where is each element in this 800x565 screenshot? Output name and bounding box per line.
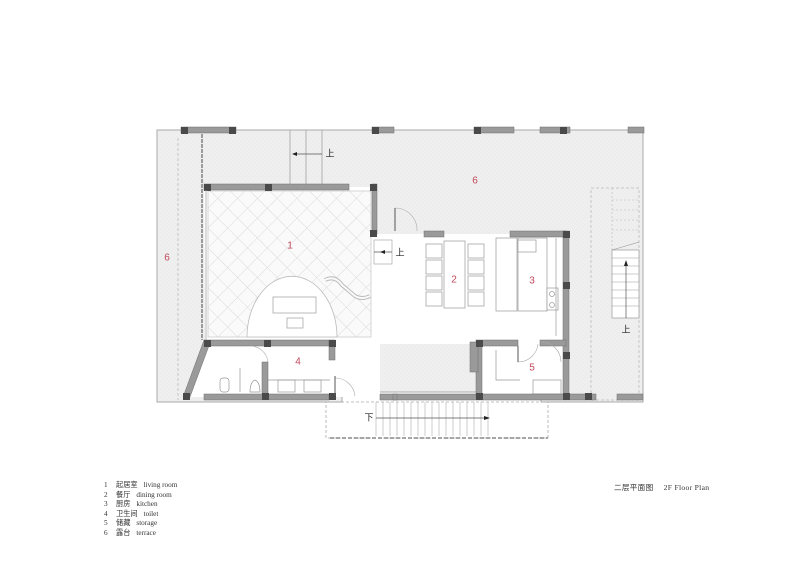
legend-cn: 起居室 <box>116 481 138 489</box>
stair-up-label-dining: 上 <box>395 248 404 259</box>
legend-num: 6 <box>104 528 108 537</box>
room-label-terrace-left: 6 <box>164 253 170 264</box>
stair-top <box>289 130 323 187</box>
drawing-title-cn: 二层平面图 <box>614 483 654 492</box>
legend-en: living room <box>143 481 178 489</box>
stair-right <box>590 187 640 401</box>
drawing-title: 二层平面图 2F Floor Plan <box>614 482 709 493</box>
legend-num: 3 <box>104 500 108 509</box>
legend-cn: 露台 <box>116 528 131 537</box>
door-swings <box>249 207 562 397</box>
room-labels: 1 2 3 4 5 6 6 <box>164 176 535 374</box>
room-label-terrace-top: 6 <box>472 176 478 187</box>
room-legend: 1 起居室 living room 2 餐厅 dining room 3 厨房 … <box>104 481 177 539</box>
legend-en: toilet <box>143 509 159 518</box>
room-label-dining: 2 <box>451 275 457 286</box>
legend-item: 6 露台 terrace <box>104 529 177 539</box>
stair-bottom <box>325 401 549 439</box>
stair-up-label-right: 上 <box>621 325 630 336</box>
legend-num: 5 <box>104 519 108 528</box>
legend-num: 1 <box>104 481 108 489</box>
legend-item: 5 储藏 storage <box>104 519 177 529</box>
stair-labels: 上 上 上 下 <box>325 149 630 424</box>
drawing-title-en: 2F Floor Plan <box>663 483 710 492</box>
stair-small <box>373 239 393 265</box>
stair-up-label-top: 上 <box>325 149 334 160</box>
room-label-storage: 5 <box>529 363 535 374</box>
room-label-toilet: 4 <box>295 357 301 368</box>
legend-item: 2 餐厅 dining room <box>104 491 177 501</box>
legend-cn: 餐厅 <box>116 490 131 499</box>
legend-num: 2 <box>104 490 108 499</box>
legend-cn: 卫生间 <box>116 509 138 518</box>
legend-cn: 厨房 <box>116 500 131 509</box>
legend-num: 4 <box>104 509 108 518</box>
room-label-living: 1 <box>287 241 293 252</box>
legend-en: kitchen <box>136 500 158 509</box>
legend-en: storage <box>136 519 158 528</box>
toilet-fixtures <box>219 368 330 393</box>
legend-en: terrace <box>136 528 156 537</box>
living-room-floor <box>207 190 372 338</box>
dining-furniture <box>425 240 485 309</box>
living-left-window <box>201 134 207 340</box>
kitchen-furniture <box>495 237 559 336</box>
room-label-kitchen: 3 <box>529 276 535 287</box>
legend-item: 3 厨房 kitchen <box>104 500 177 510</box>
legend-item: 4 卫生间 toilet <box>104 510 177 520</box>
legend-item: 1 起居室 living room <box>104 481 177 491</box>
legend-cn: 储藏 <box>116 519 131 528</box>
stair-down-label: 下 <box>364 414 373 424</box>
columns <box>181 127 592 400</box>
legend-en: dining room <box>136 490 172 499</box>
